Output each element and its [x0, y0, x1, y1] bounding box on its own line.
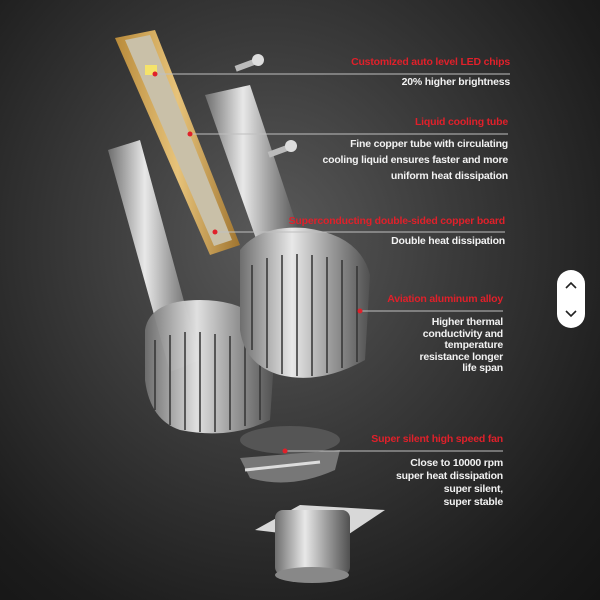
desc-line: Fine copper tube with circulating — [350, 138, 508, 150]
leader-lines — [155, 73, 510, 452]
desc-line: super silent, — [443, 483, 503, 495]
base-socket — [255, 505, 385, 583]
feature-copper-board: Superconducting double-sided copper boar… — [288, 215, 506, 249]
fan — [240, 426, 340, 483]
scroll-down-button[interactable] — [557, 299, 585, 328]
desc-line: resistance longer — [419, 350, 503, 363]
scroll-controls — [557, 270, 585, 328]
feature-title: Liquid cooling tube — [414, 116, 508, 128]
desc-line: life span — [462, 362, 503, 374]
feature-led-chips: Customized auto level LED chips 20% high… — [351, 56, 510, 90]
feature-aluminum-alloy: Aviation aluminum alloy Higher thermal c… — [387, 293, 503, 375]
feature-desc: 20% higher brightness — [401, 76, 511, 88]
feature-liquid-cooling: Liquid cooling tube Fine copper tube wit… — [322, 116, 508, 184]
feature-title: Customized auto level LED chips — [351, 56, 510, 68]
right-bulb — [205, 85, 370, 378]
leader-dots — [152, 71, 363, 454]
desc-line: super heat dissipation — [395, 470, 503, 482]
feature-fan: Super silent high speed fan Close to 100… — [371, 433, 503, 509]
desc-line: cooling liquid ensures faster and more — [322, 154, 508, 166]
desc-line: super stable — [443, 496, 504, 508]
desc-line: uniform heat dissipation — [390, 170, 508, 182]
led-chip — [145, 65, 157, 75]
feature-desc: Fine copper tube with circulating coolin… — [322, 136, 508, 184]
copper-board — [115, 30, 240, 255]
feature-desc: Higher thermal conductivity and temperat… — [387, 316, 504, 375]
desc-line: conductivity and — [422, 327, 503, 340]
desc-line: Close to 10000 rpm — [410, 457, 503, 469]
scroll-up-button[interactable] — [557, 270, 585, 299]
feature-title: Superconducting double-sided copper boar… — [288, 215, 506, 227]
desc-line: Higher thermal — [431, 316, 504, 328]
desc-line: temperature — [444, 339, 504, 351]
feature-title: Aviation aluminum alloy — [387, 293, 503, 305]
feature-desc: Close to 10000 rpm super heat dissipatio… — [371, 457, 503, 509]
screws — [234, 54, 297, 158]
chevron-up-icon — [565, 281, 577, 289]
feature-desc: Double heat dissipation — [391, 235, 505, 247]
feature-title: Super silent high speed fan — [371, 433, 503, 445]
chevron-down-icon — [565, 309, 577, 317]
